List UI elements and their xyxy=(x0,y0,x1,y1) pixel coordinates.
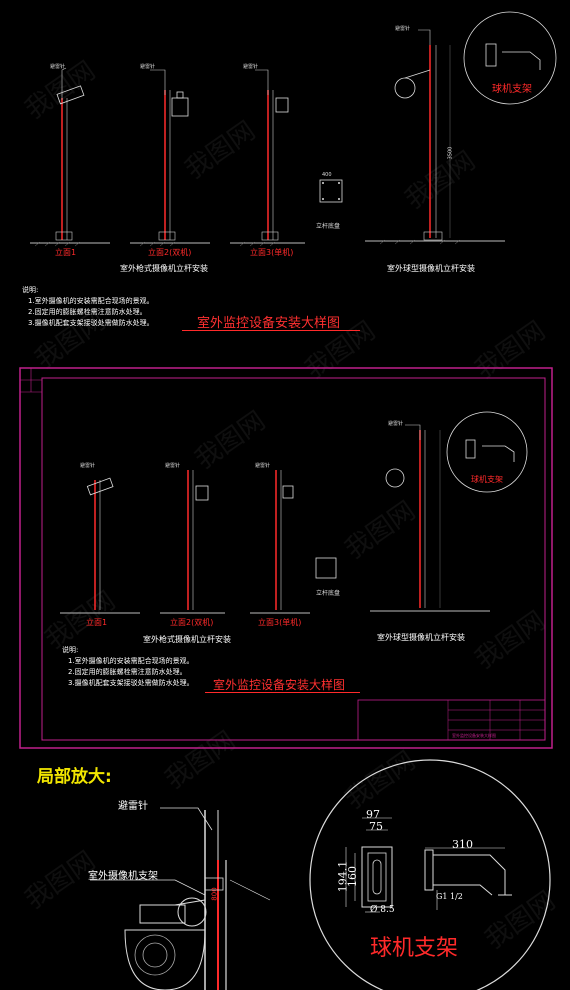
title-underline xyxy=(205,692,360,693)
note-1: 1.室外摄像机的安装需配合现场的景观。 xyxy=(68,657,194,665)
note-2: 2.固定用的膨胀螺栓需注意防水处理。 xyxy=(68,668,187,676)
note-1: 1.室外摄像机的安装需配合现场的景观。 xyxy=(28,297,154,305)
lightning-rod-label: 避雷针 xyxy=(243,64,259,70)
dim-75: 75 xyxy=(369,820,383,833)
dim-160: 160 xyxy=(346,866,359,887)
gun-camera-caption: 室外枪式摄像机立杆安装 xyxy=(143,635,231,644)
camera-bracket-label: 室外摄像机支架 xyxy=(88,871,158,882)
dome-camera-caption: 室外球型摄像机立杆安装 xyxy=(387,264,475,273)
title-underline xyxy=(182,330,360,331)
elevation-1-label: 立面1 xyxy=(55,248,77,257)
bracket-title: 球机支架 xyxy=(471,475,503,484)
note-2: 2.固定用的膨胀螺栓需注意防水处理。 xyxy=(28,308,147,316)
pole-base-label: 立杆底盘 xyxy=(316,223,341,230)
lightning-rod-label: 避雷针 xyxy=(255,463,271,469)
lightning-rod-label: 避雷针 xyxy=(165,463,181,469)
dim-8-5: Ø 8.5 xyxy=(370,905,395,915)
dim-400: 400 xyxy=(322,172,332,178)
elevation-2-label: 立面2(双机) xyxy=(170,618,214,627)
elevation-3-label: 立面3(单机) xyxy=(258,618,302,627)
zoom-heading: 局部放大: xyxy=(37,767,112,787)
lightning-rod-label: 避雷针 xyxy=(50,64,66,70)
bracket-title-large: 球机支架 xyxy=(370,936,459,961)
note-3: 3.摄像机配套支架接驳处需做防水处理。 xyxy=(28,319,154,327)
notes-heading: 说明: xyxy=(22,286,39,294)
dim-310: 310 xyxy=(452,838,473,851)
elevation-2-label: 立面2(双机) xyxy=(148,248,192,257)
elevation-3-label: 立面3(单机) xyxy=(250,248,294,257)
lightning-rod-label: 避雷针 xyxy=(388,421,404,427)
notes-heading: 说明: xyxy=(62,646,79,654)
bracket-title: 球机支架 xyxy=(492,84,532,95)
elevation-1-label: 立面1 xyxy=(86,618,108,627)
note-3: 3.摄像机配套支架接驳处需做防水处理。 xyxy=(68,679,194,687)
lightning-rod-label: 避雷针 xyxy=(80,463,96,469)
dome-camera-caption: 室外球型摄像机立杆安装 xyxy=(377,633,465,642)
dim-g1-half: G1 1/2 xyxy=(436,892,463,901)
dim-3500: 3500 xyxy=(447,146,454,160)
sheet-title: 室外监控设备安装大样图 xyxy=(197,316,341,331)
titleblock-drawing-name: 室外监控设备安装大样图 xyxy=(452,733,496,738)
lightning-rod-label: 避雷针 xyxy=(118,801,148,812)
dim-97: 97 xyxy=(366,808,380,821)
pole-base-label: 立杆底盘 xyxy=(316,590,341,597)
dim-800: 800 xyxy=(210,887,219,901)
lightning-rod-label: 避雷针 xyxy=(140,64,156,70)
lightning-rod-label: 避雷针 xyxy=(395,26,411,32)
sheet-title: 室外监控设备安装大样图 xyxy=(213,678,346,692)
gun-camera-caption: 室外枪式摄像机立杆安装 xyxy=(120,264,208,273)
